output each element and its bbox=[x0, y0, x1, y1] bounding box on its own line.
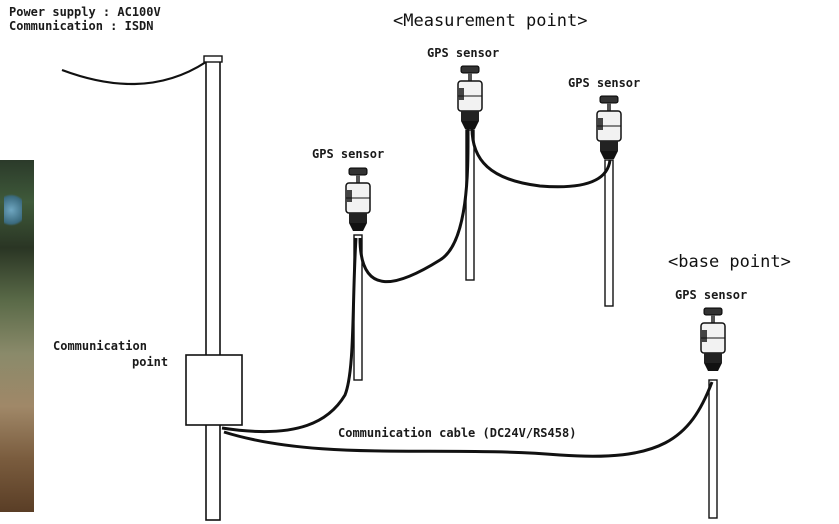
gps-sensor-label-2: GPS sensor bbox=[427, 46, 500, 60]
cable-box-base bbox=[223, 381, 714, 458]
overhead-power-line bbox=[61, 61, 207, 86]
sensor-pole-3 bbox=[604, 159, 614, 307]
cable-box-sensor1 bbox=[221, 237, 358, 434]
gps-sensor-1 bbox=[345, 167, 371, 231]
communication-box bbox=[185, 354, 243, 426]
communication-type-label: Communication : ISDN bbox=[9, 19, 154, 33]
cable-sensor2-sensor3 bbox=[470, 127, 612, 189]
sensor-pole-base bbox=[708, 379, 718, 519]
gps-sensor-label-1: GPS sensor bbox=[312, 147, 385, 161]
gps-sensor-base bbox=[700, 307, 726, 371]
gps-sensor-label-base: GPS sensor bbox=[675, 288, 748, 302]
site-photo-strip bbox=[0, 160, 34, 512]
communication-point-label-line1: Communication bbox=[53, 339, 147, 353]
cable-sensor1-sensor2 bbox=[358, 127, 470, 284]
utility-pole bbox=[203, 55, 223, 521]
communication-point-label-line2: point bbox=[132, 355, 169, 369]
measurement-point-title: <Measurement point> bbox=[393, 11, 588, 31]
base-point-title: <base point> bbox=[668, 252, 791, 272]
communication-cable-label: Communication cable (DC24V/RS458) bbox=[338, 426, 577, 440]
power-supply-label: Power supply : AC100V bbox=[9, 5, 161, 19]
gps-sensor-3 bbox=[596, 95, 622, 159]
gps-sensor-2 bbox=[457, 65, 483, 129]
gps-sensor-label-3: GPS sensor bbox=[568, 76, 641, 90]
